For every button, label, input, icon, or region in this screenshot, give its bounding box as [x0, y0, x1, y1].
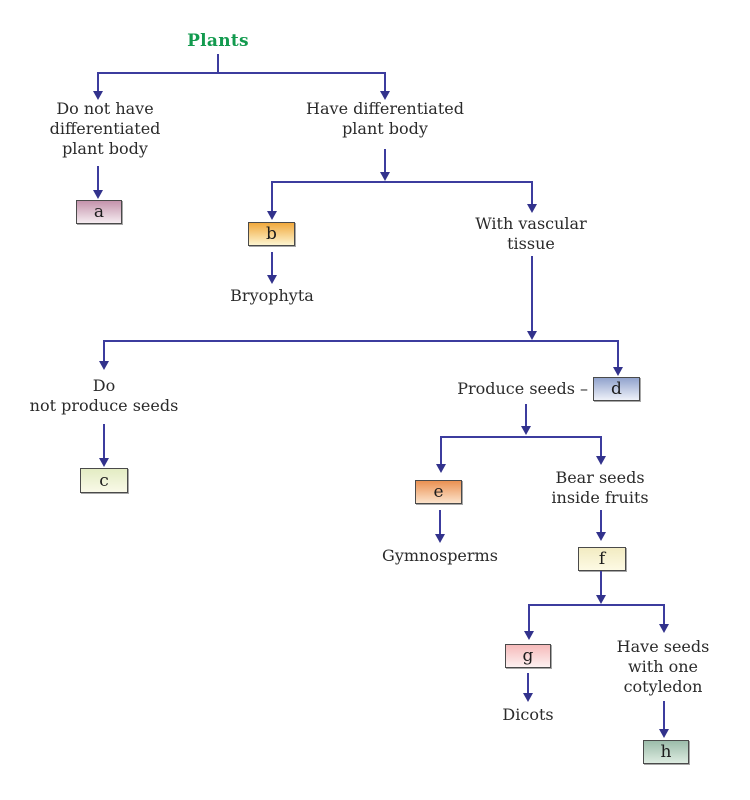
connector-level2-bar	[271, 181, 532, 183]
flow-box-e: e	[415, 480, 462, 504]
label-produce-seeds: Produce seeds –	[457, 379, 588, 398]
connector-to-box-a	[97, 166, 99, 190]
flow-box-d: d	[593, 377, 640, 401]
diagram-title: Plants	[187, 31, 249, 51]
arrowhead-icon	[93, 190, 103, 199]
flow-box-f: f	[578, 547, 626, 571]
arrowhead-icon	[267, 211, 277, 220]
connector-left-drop	[97, 72, 99, 91]
box-letter: g	[522, 646, 534, 666]
arrowhead-icon	[267, 275, 277, 284]
label-have-differentiated-body: Have differentiated plant body	[306, 99, 464, 138]
connector-g-to-dicots	[527, 673, 529, 693]
connector-to-no-seeds	[103, 340, 105, 361]
connector-level3-bar	[103, 340, 618, 342]
arrowhead-icon	[435, 534, 445, 543]
box-letter: c	[99, 470, 109, 491]
connector-level4-bar	[440, 436, 601, 438]
arrowhead-icon	[93, 91, 103, 100]
arrowhead-icon	[521, 426, 531, 435]
arrowhead-icon	[596, 595, 606, 604]
arrowhead-icon	[523, 693, 533, 702]
box-letter: h	[660, 742, 672, 762]
flow-box-a: a	[76, 200, 122, 224]
arrowhead-icon	[436, 464, 446, 473]
label-bear-seeds: Bear seeds inside fruits	[551, 468, 649, 507]
connector-to-box-c	[103, 424, 105, 458]
arrowhead-icon	[659, 624, 669, 633]
connector-level5-bar	[528, 604, 664, 606]
connector-b-to-bryophyta	[271, 252, 273, 275]
label-gymnosperms: Gymnosperms	[382, 546, 498, 565]
connector-to-box-d	[617, 340, 619, 367]
connector-to-box-f	[600, 510, 602, 532]
connector-diff-stem	[384, 149, 386, 172]
arrowhead-icon	[380, 91, 390, 100]
connector-to-box-g	[528, 604, 530, 631]
connector-e-to-gymnosperms	[439, 510, 441, 534]
box-letter: a	[93, 202, 105, 222]
flow-box-h: h	[643, 740, 689, 764]
arrowhead-icon	[380, 172, 390, 181]
connector-to-box-e	[440, 436, 442, 464]
connector-to-cotyledon	[663, 604, 665, 624]
flow-box-g: g	[505, 644, 551, 668]
arrowhead-icon	[99, 361, 109, 370]
box-letter: e	[433, 482, 444, 502]
connector-right-drop	[384, 72, 386, 91]
connector-f-stem	[600, 571, 602, 595]
connector-to-bear-seeds	[600, 436, 602, 456]
connector-to-box-b	[271, 181, 273, 211]
connector-plants-stem	[217, 54, 219, 72]
arrowhead-icon	[524, 631, 534, 640]
label-dicots: Dicots	[502, 705, 554, 724]
label-no-differentiated-body: Do not have differentiated plant body	[49, 99, 161, 158]
arrowhead-icon	[527, 331, 537, 340]
connector-to-box-h	[663, 701, 665, 729]
arrowhead-icon	[527, 204, 537, 213]
label-with-vascular-tissue: With vascular tissue	[475, 214, 587, 253]
label-one-cotyledon: Have seeds with one cotyledon	[616, 637, 710, 696]
arrowhead-icon	[99, 458, 109, 467]
box-letter: d	[611, 379, 622, 399]
box-letter: f	[598, 549, 606, 569]
arrowhead-icon	[596, 532, 606, 541]
box-letter: b	[266, 224, 277, 244]
arrowhead-icon	[596, 456, 606, 465]
label-no-seeds: Do not produce seeds	[29, 376, 179, 415]
flow-box-c: c	[80, 468, 128, 493]
connector-level1-bar	[97, 72, 386, 74]
arrowhead-icon	[613, 367, 623, 376]
flow-box-b: b	[248, 222, 295, 246]
connector-vascular-stem	[531, 256, 533, 331]
connector-seeds-stem	[525, 404, 527, 426]
label-bryophyta: Bryophyta	[230, 286, 314, 305]
arrowhead-icon	[659, 729, 669, 738]
connector-to-vascular	[531, 181, 533, 204]
